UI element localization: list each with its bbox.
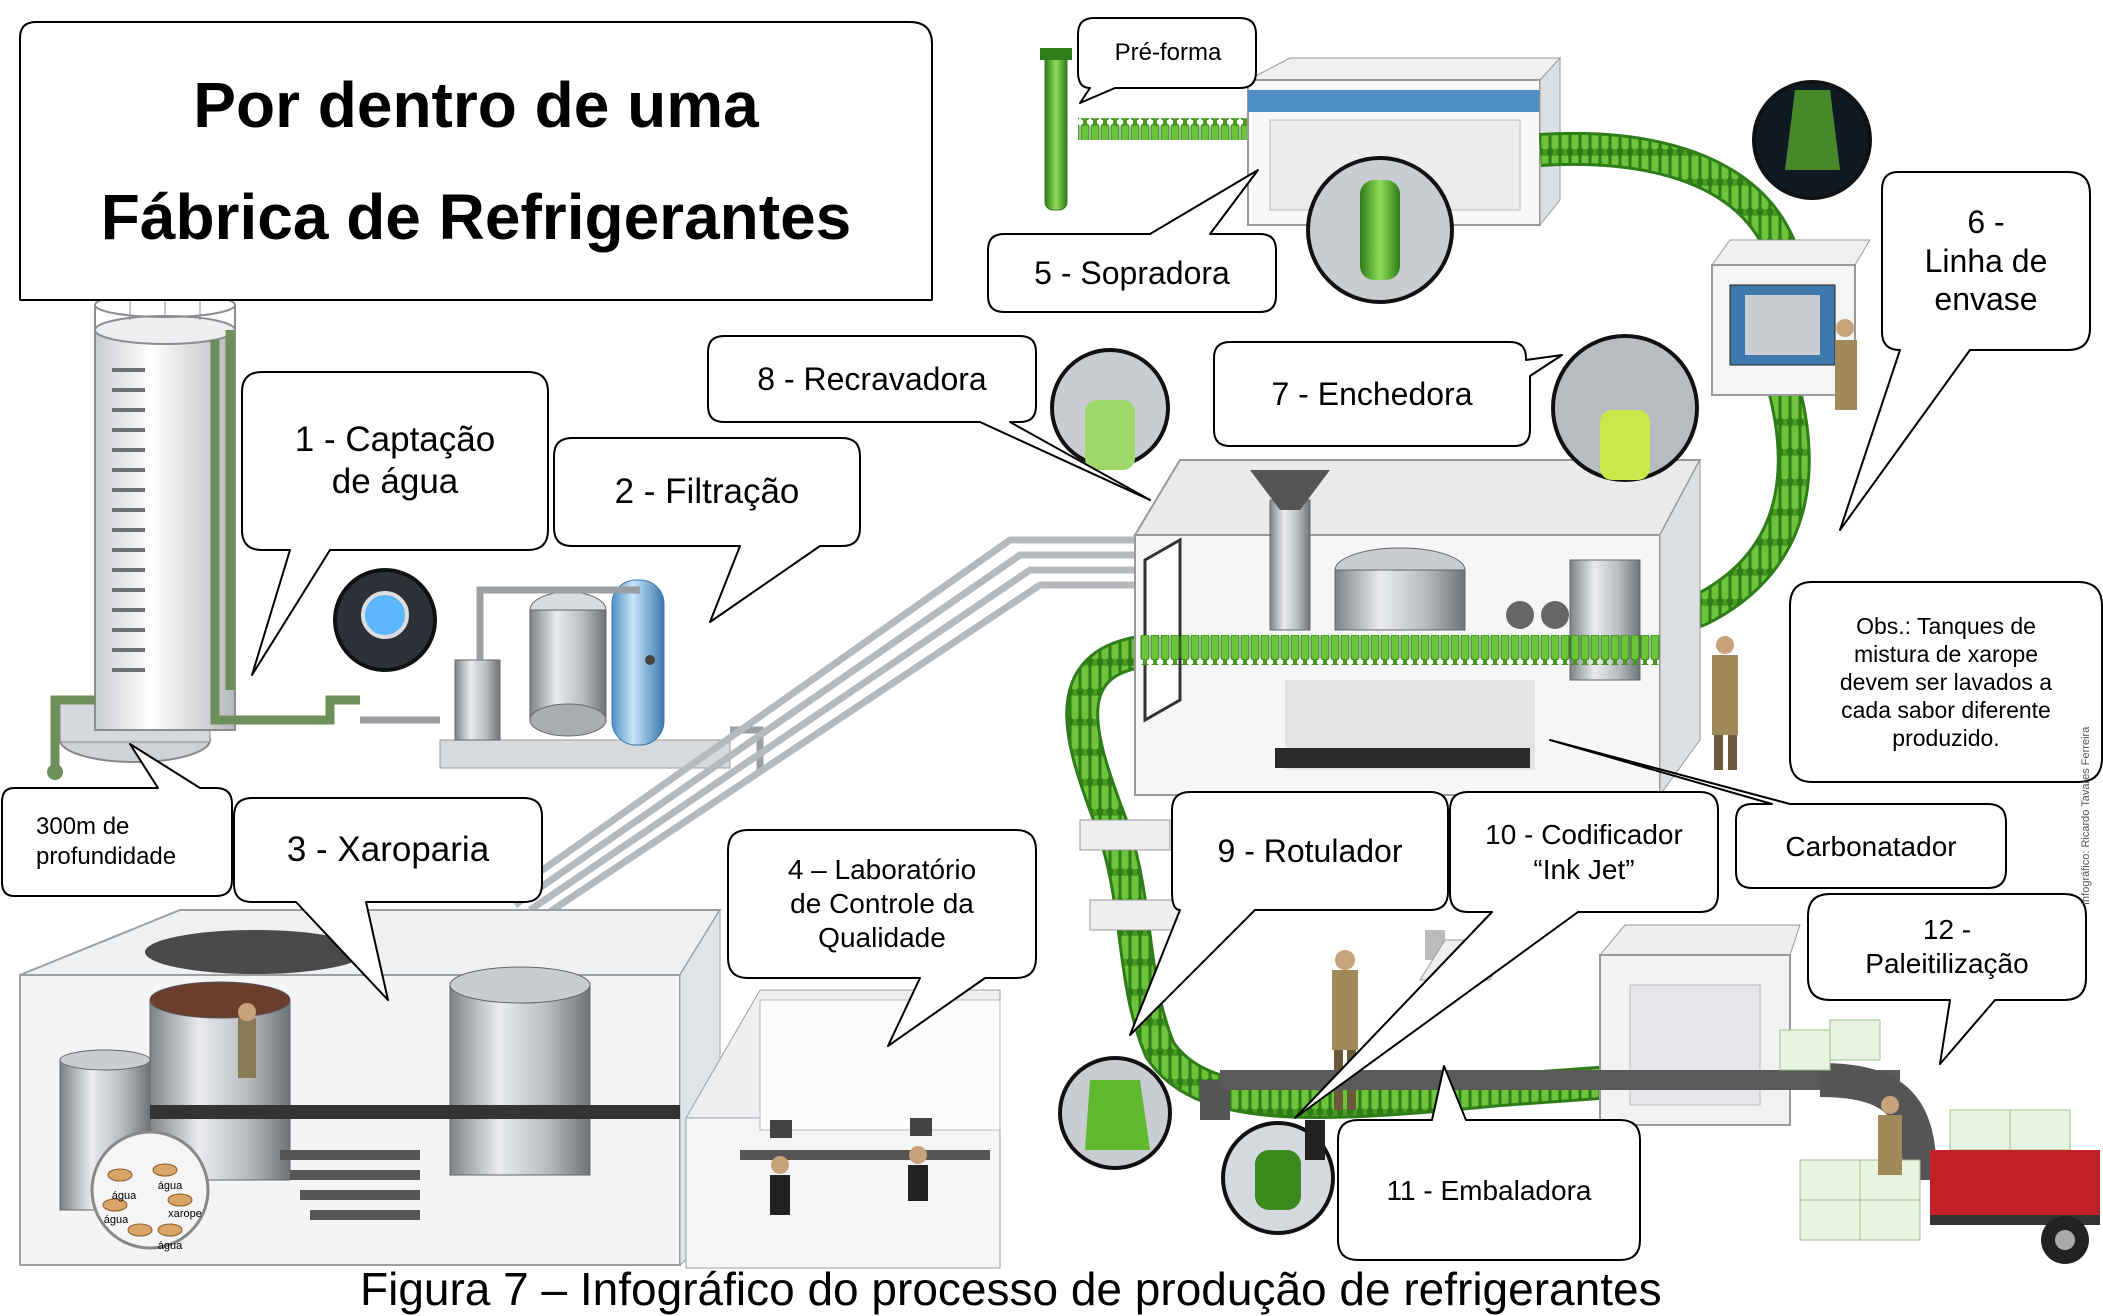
tank-label-agua-1: água (104, 1190, 144, 1204)
callout-obs-line-3: devem ser lavados a (1839, 668, 2053, 695)
callout-linha-envase-line-3: envase (1934, 281, 2038, 318)
filling-line-machine (1711, 80, 1872, 410)
steel-pipes (497, 536, 1150, 918)
callout-obs-line-1: Obs.: Tanques de (1856, 612, 2036, 639)
tank-label-agua-4-text: água (157, 1240, 183, 1253)
tank-label-agua-3-text: água (103, 1214, 129, 1227)
figure-caption: Figura 7 – Infográfico do processo de pr… (360, 1263, 1662, 1315)
callout-recravadora-text: 8 - Recravadora (757, 361, 987, 397)
palletizing-area (1779, 1019, 2100, 1264)
page-title: Por dentro de uma Fábrica de Refrigerant… (20, 22, 932, 300)
callout-filtracao-text: 2 - Filtração (614, 472, 800, 512)
callout-bubbles (1, 17, 2103, 1261)
infographic-credit: Infográfico: Ricardo Tavares Ferreira (2080, 726, 2092, 905)
callout-linha-envase: 6 - Linha de envase (1884, 174, 2088, 348)
callout-profundidade: 300m de profundidade (4, 790, 230, 894)
callout-profundidade-line-1: 300m de (36, 813, 130, 840)
tank-label-xarope: xarope (160, 1208, 210, 1222)
callout-codificador-line-2: “Ink Jet” (1533, 854, 1635, 885)
callout-codificador-line-1: 10 - Codificador (1485, 819, 1683, 850)
tank-label-agua-4: água (150, 1240, 190, 1254)
callout-enchedora: 7 - Enchedora (1216, 344, 1528, 444)
callout-rotulador: 9 - Rotulador (1174, 794, 1446, 908)
title-line-1: Por dentro de uma (193, 69, 759, 141)
callout-xaroparia: 3 - Xaroparia (236, 800, 540, 900)
blow-molder (1040, 48, 1562, 304)
callout-filtracao: 2 - Filtração (556, 440, 858, 544)
callout-laboratorio-line-2: de Controle da (790, 887, 974, 919)
callout-codificador: 10 - Codificador “Ink Jet” (1452, 794, 1716, 910)
tank-label-xarope-text: xarope (168, 1208, 202, 1221)
callout-embaladora: 11 - Embaladora (1340, 1122, 1638, 1258)
callout-laboratorio-line-3: Qualidade (818, 922, 946, 954)
callout-captacao-line-2: de água (331, 462, 459, 501)
callout-embaladora-text: 11 - Embaladora (1386, 1174, 1592, 1206)
callout-obs-line-2: mistura de xarope (1853, 640, 2039, 667)
syrup-building (19, 908, 722, 1267)
callout-recravadora: 8 - Recravadora (710, 338, 1034, 420)
tank-label-agua-2: água (150, 1180, 190, 1194)
infographic-art (1, 17, 2103, 1269)
callout-obs: Obs.: Tanques de mistura de xarope devem… (1792, 584, 2100, 780)
callout-captacao: 1 - Captação de água (244, 374, 546, 548)
callout-xaroparia-text: 3 - Xaroparia (286, 830, 490, 870)
callout-profundidade-line-2: profundidade (36, 843, 177, 870)
tank-label-agua-1-text: água (111, 1190, 137, 1203)
tank-label-agua-2-text: água (157, 1180, 183, 1193)
callout-carbonatador-text: Carbonatador (1785, 830, 1957, 862)
callout-paletizacao: 12 - Paleitilização (1810, 896, 2084, 998)
callout-laboratorio: 4 – Laboratório de Controle da Qualidade (730, 832, 1034, 976)
callout-sopradora: 5 - Sopradora (990, 236, 1274, 310)
callout-rotulador-text: 9 - Rotulador (1217, 833, 1403, 869)
callout-laboratorio-line-1: 4 – Laboratório (787, 853, 977, 885)
callout-sopradora-text: 5 - Sopradora (1034, 255, 1230, 291)
tank-label-agua-3: água (96, 1214, 136, 1228)
callout-enchedora-text: 7 - Enchedora (1271, 376, 1473, 412)
callout-obs-line-4: cada sabor diferente (1841, 697, 2051, 724)
callout-paletizacao-line-2: Paleitilização (1865, 948, 2029, 979)
well-tower (47, 292, 360, 780)
callout-obs-line-5: produzido. (1892, 725, 2000, 752)
quality-lab (685, 989, 1001, 1269)
labeling-packing-area (1058, 819, 1900, 1235)
filtration-equipment (333, 568, 764, 770)
callout-preforma: Pré-forma (1080, 20, 1256, 86)
infographic-stage: Por dentro de uma Fábrica de Refrigerant… (1, 17, 2103, 1315)
callout-captacao-line-1: 1 - Captação (294, 420, 496, 459)
title-line-2: Fábrica de Refrigerantes (100, 181, 852, 253)
callout-preforma-text: Pré-forma (1114, 39, 1222, 66)
callout-paletizacao-line-1: 12 - (1922, 913, 1972, 945)
callout-linha-envase-line-1: 6 - (1967, 204, 2005, 241)
callout-linha-envase-line-2: Linha de (1924, 242, 2048, 279)
callout-carbonatador: Carbonatador (1738, 806, 2004, 886)
